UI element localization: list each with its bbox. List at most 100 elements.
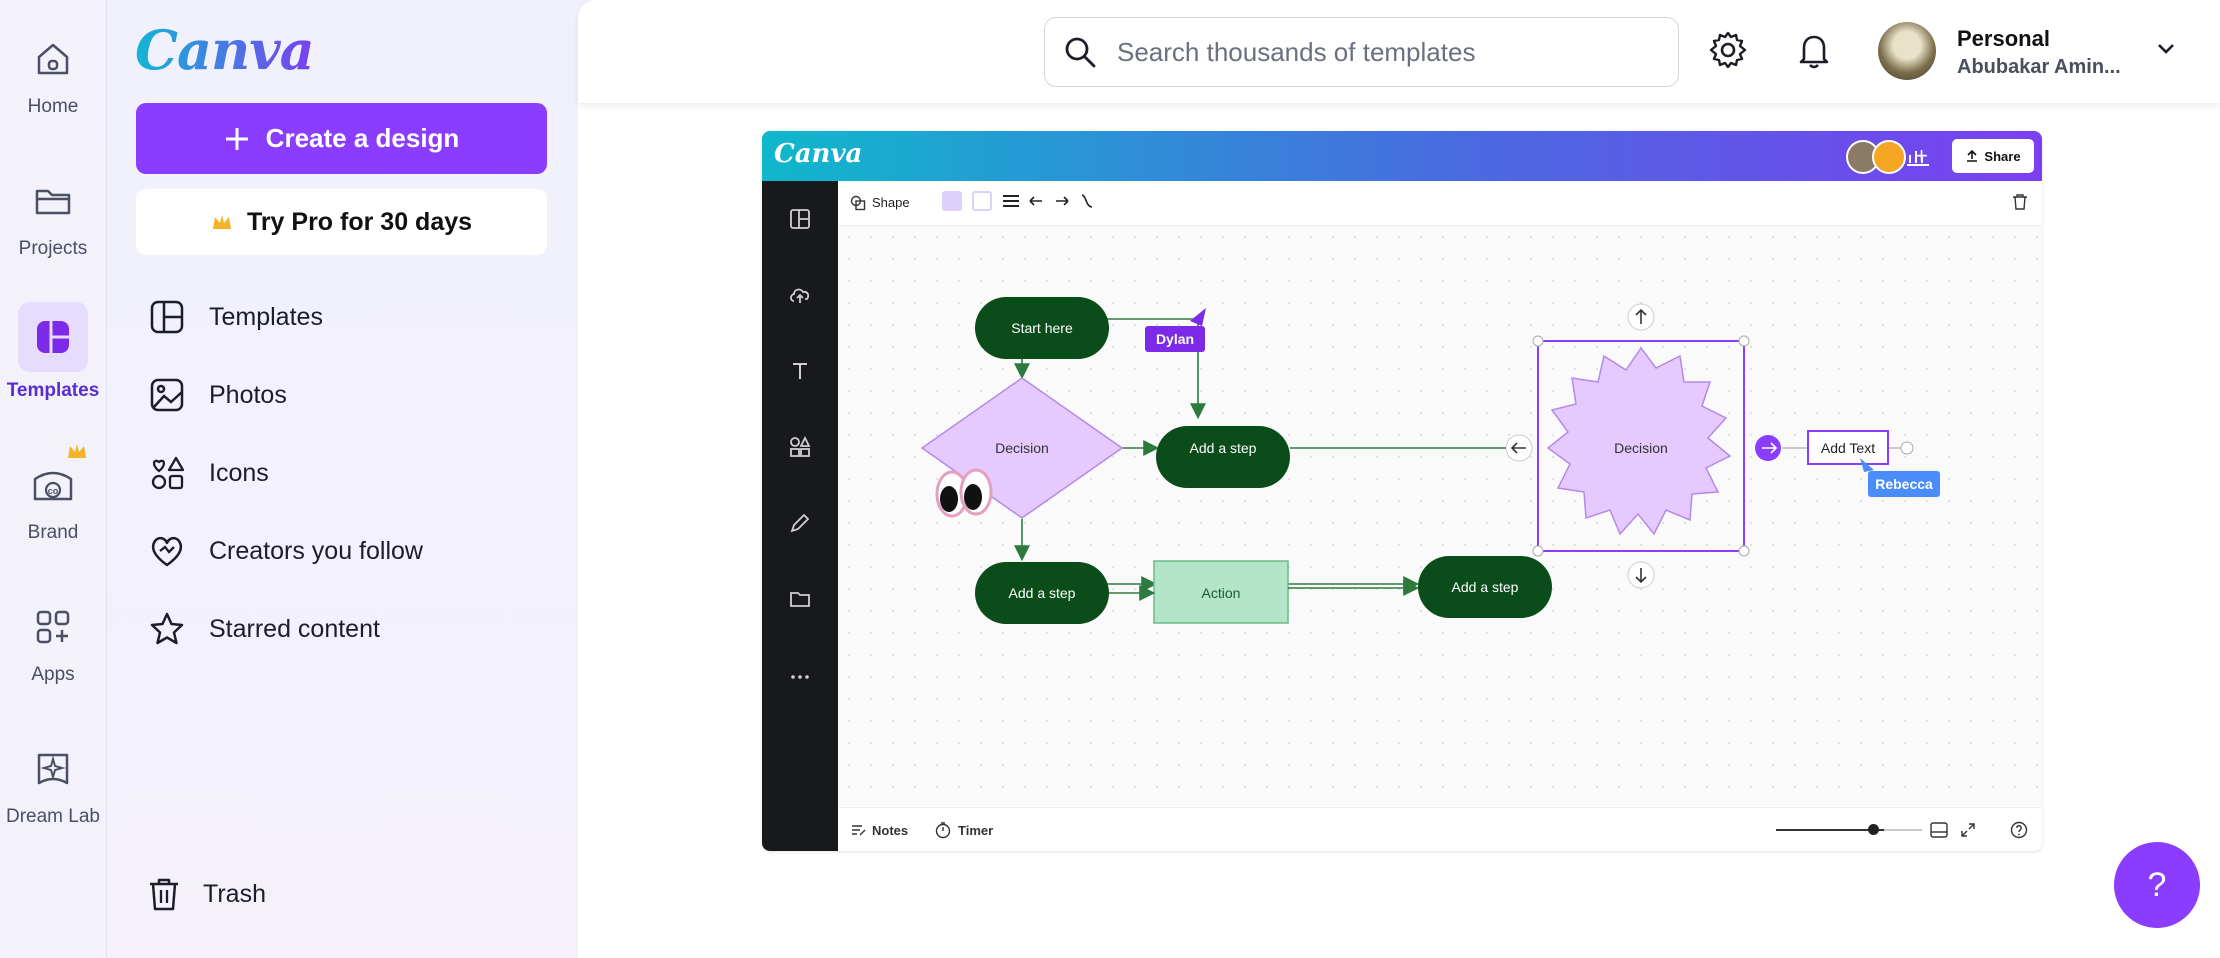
flowchart: Start here Decision Add a step [920,297,1940,624]
flowchart-canvas: Start here Decision Add a step [838,226,2042,806]
avatar[interactable] [1878,22,1936,80]
border-color-swatch [972,191,992,211]
whiteboard-preview[interactable]: Canva + Share Shape [762,131,2042,851]
left-rail: Home Projects Templates co Brand Apps Dr… [0,0,107,958]
node-start-label: Start here [1011,320,1073,336]
plus-icon: + [1915,143,1928,168]
layout-icon [790,209,810,229]
nav-item-creators[interactable]: Creators you follow [149,512,423,590]
search-box[interactable] [1044,17,1679,87]
rail-label: Templates [6,380,100,401]
node-step-3-label: Add a step [1452,579,1519,595]
nav-label: Templates [209,302,323,331]
node-add-text-label: Add Text [1821,440,1875,456]
connector-end-handle[interactable] [1900,441,1914,455]
cursor-rebecca-label: Rebecca [1875,476,1933,492]
trash-button[interactable]: Trash [147,876,266,912]
node-start[interactable]: Start here [975,297,1109,359]
plus-icon [225,127,248,150]
gear-icon [1709,31,1747,69]
preview-top-toolbar: Shape [838,181,2042,226]
pages-icon [1930,822,1948,838]
preview-side-toolbar [762,181,838,851]
elements-icon [790,435,811,457]
nav-label: Starred content [209,614,380,643]
node-add-text[interactable]: Add Text [1807,430,1889,465]
node-step-2-label: Add a step [1009,585,1076,601]
rail-label: Dream Lab [6,806,100,827]
node-step-1-label: Add a step [1190,440,1257,456]
node-decision-1-label: Decision [995,440,1049,456]
notifications-button[interactable] [1794,30,1834,75]
node-action[interactable]: Action [1153,560,1289,624]
preview-header: Canva + Share [762,131,2042,181]
arrow-up-handle[interactable] [1627,303,1655,331]
home-icon [24,30,82,88]
notes-label: Notes [872,823,909,838]
text-icon [793,363,807,379]
nav-item-starred[interactable]: Starred content [149,590,423,668]
upload-icon [1967,149,1978,162]
shapes-icon [151,456,185,490]
account-name[interactable]: Personal [1957,26,2050,51]
nav-label: Photos [209,380,287,409]
try-pro-label: Try Pro for 30 days [246,207,473,236]
chevron-down-icon[interactable] [2156,42,2176,61]
collaborator-avatars [1846,140,1906,174]
nav-item-templates[interactable]: Templates [149,278,423,356]
help-button[interactable]: ? [2114,842,2200,928]
analytics-icon [1902,141,1934,171]
folder-icon [790,592,810,607]
rail-label: Brand [27,522,79,543]
zoom-slider-rest [1884,829,1922,831]
node-step-3[interactable]: Add a step [1418,556,1552,618]
shape-label: Shape [872,195,910,210]
nav-item-photos[interactable]: Photos [149,356,423,434]
help-icon [2010,821,2028,839]
create-design-button[interactable]: Create a design [136,103,547,174]
node-step-2[interactable]: Add a step [975,562,1109,624]
eyes-sticker[interactable] [935,468,993,518]
rail-item-brand[interactable]: co Brand [0,444,106,544]
zoom-slider-handle [1868,824,1879,835]
nav-item-icons[interactable]: Icons [149,434,423,512]
create-design-label: Create a design [265,123,460,153]
try-pro-button[interactable]: Try Pro for 30 days [136,189,547,255]
preview-bottom-bar: Notes Timer [838,807,2042,851]
main-area: Personal Abubakar Amin... Canva + Share [578,0,2220,958]
node-action-label: Action [1202,585,1241,601]
node-decision-2[interactable]: Decision [1532,335,1750,557]
cursor-dylan: Dylan [1145,308,1206,352]
rail-item-projects[interactable]: Projects [0,172,106,260]
brand-icon: co [24,444,86,514]
timer-icon [935,822,951,839]
rail-item-templates[interactable]: Templates [0,302,106,402]
pen-icon [790,513,810,533]
node-step-1[interactable]: Add a step [1156,426,1290,488]
arrow-left-handle[interactable] [1505,434,1533,462]
search-input[interactable] [1115,35,1659,69]
rail-item-apps[interactable]: Apps [0,598,106,686]
rail-item-dream-lab[interactable]: Dream Lab [0,740,106,828]
arrow-down-handle[interactable] [1627,561,1655,589]
preview-share-button: Share [1952,139,2034,173]
avatar [1872,140,1906,174]
node-decision-2-label: Decision [1614,440,1668,456]
upload-cloud-icon [790,288,810,303]
share-label: Share [1984,148,2021,164]
canva-logo[interactable]: Canva [135,18,315,82]
fullscreen-icon [1961,823,1975,837]
templates-icon [18,302,88,372]
account-user[interactable]: Abubakar Amin... [1957,56,2121,78]
arrow-right-handle[interactable] [1755,435,1781,461]
settings-button[interactable] [1708,30,1748,75]
timer-label: Timer [958,823,994,838]
side-panel: Canva Create a design Try Pro for 30 day… [107,0,577,958]
arrow-tools-icon [1029,194,1093,208]
nav-label: Icons [209,458,269,487]
trash-label: Trash [203,879,266,908]
rail-item-home[interactable]: Home [0,30,106,118]
bell-icon [1799,35,1829,69]
line-weight-icon [1003,195,1019,207]
zoom-slider-track [1776,829,1916,831]
